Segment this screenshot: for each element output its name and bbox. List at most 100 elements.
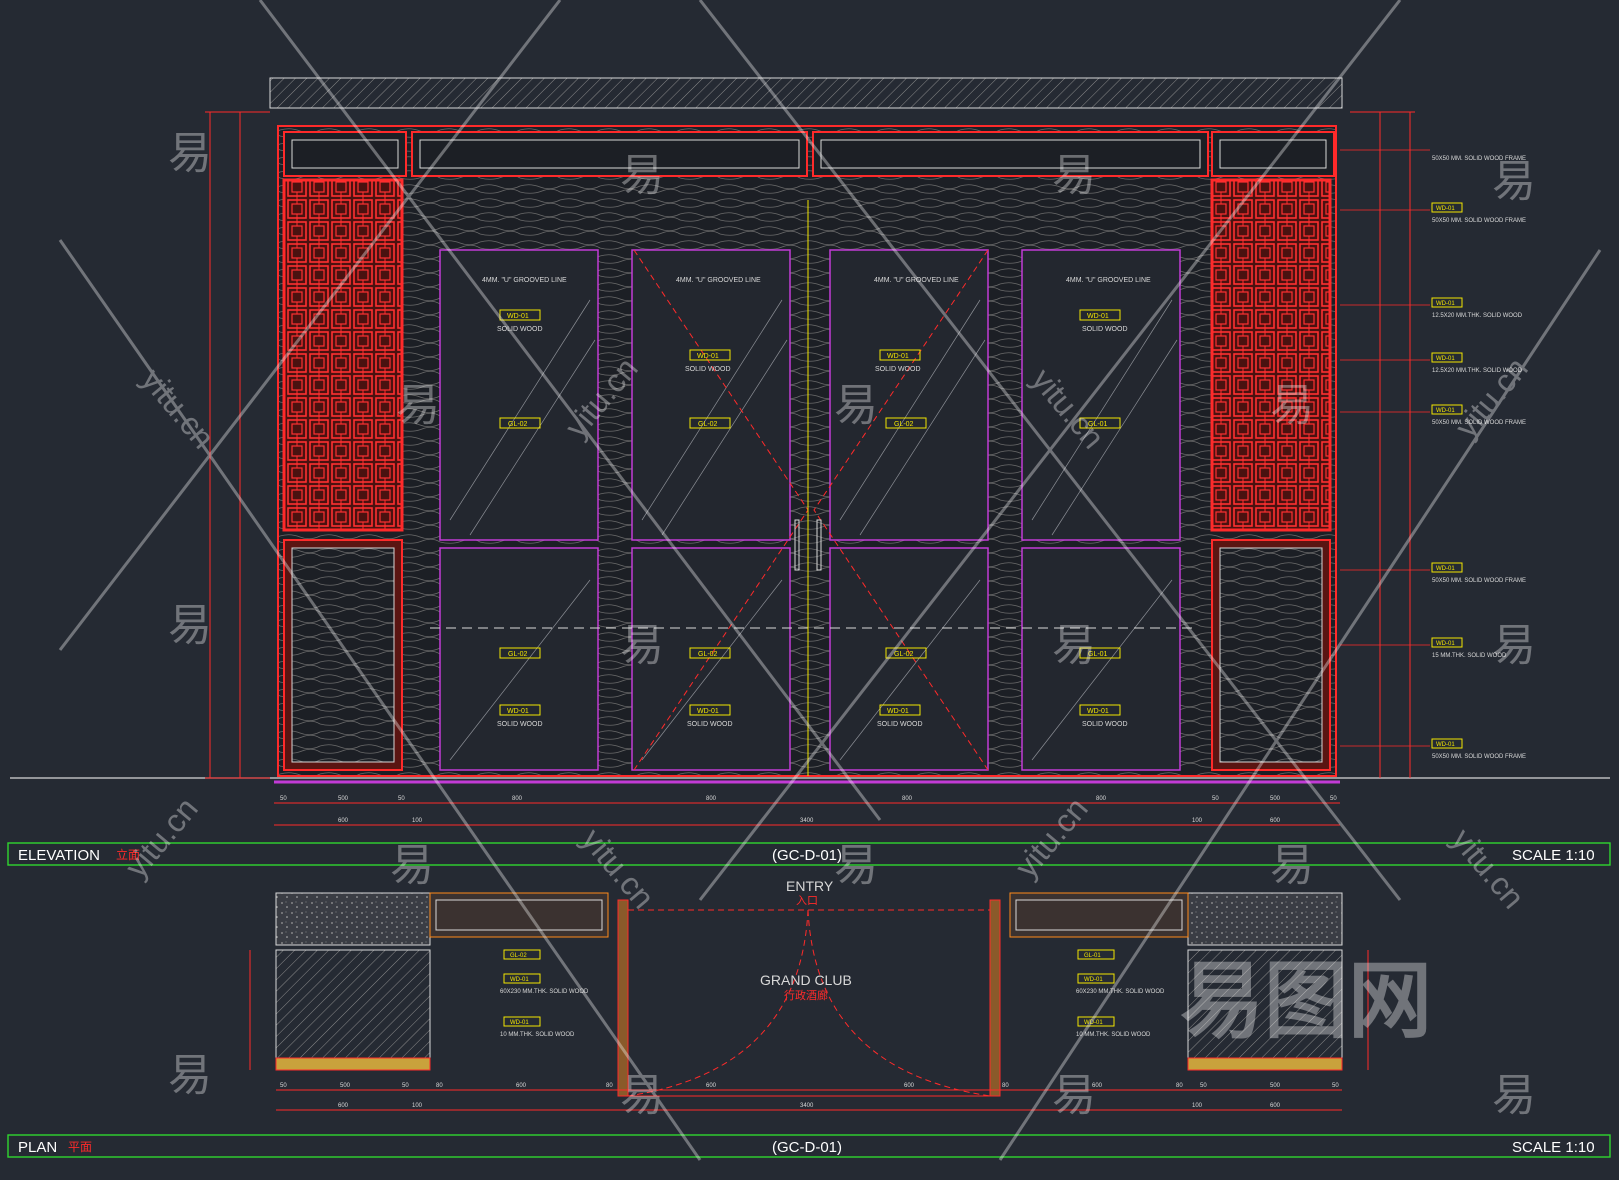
elevation-title-cn: 立面 — [116, 847, 140, 862]
elevation-annotations: 4MM. "U" GROOVED LINE 4MM. "U" GROOVED L… — [280, 156, 1526, 824]
watermark-logo: 易图网 — [1180, 952, 1432, 1050]
tag-gl02: GL-02 — [894, 421, 914, 428]
elevation-title-bar: ELEVATION 立面 (GC-D-01) SCALE 1:10 — [7, 842, 1611, 866]
plan-title-bar: PLAN 平面 (GC-D-01) SCALE 1:10 — [7, 1134, 1611, 1158]
right-note-tag: WD-01 — [1436, 641, 1455, 647]
right-note-text: 12.5X20 MM.THK. SOLID WOOD — [1432, 368, 1523, 374]
tag-gl02: GL-02 — [894, 651, 914, 658]
groove-note: 4MM. "U" GROOVED LINE — [1066, 277, 1151, 284]
svg-text:3400: 3400 — [800, 818, 814, 824]
svg-text:50: 50 — [1330, 796, 1337, 802]
tag-gl02: GL-02 — [508, 651, 528, 658]
watermark-glyph: 易 — [620, 1070, 664, 1121]
right-note-tag: WD-01 — [1436, 206, 1455, 212]
plan-stone-left — [275, 892, 431, 946]
svg-text:50: 50 — [398, 796, 405, 802]
svg-text:100: 100 — [412, 818, 423, 824]
plan-note: 10 MM.THK. SOLID WOOD — [1076, 1032, 1151, 1038]
svg-text:100: 100 — [1192, 818, 1203, 824]
door-handle-left — [794, 519, 800, 571]
watermark-glyph: 易 — [1052, 620, 1096, 671]
plan-tag: WD-01 — [1084, 977, 1103, 983]
groove-note: 4MM. "U" GROOVED LINE — [676, 277, 761, 284]
solid-wood-note: SOLID WOOD — [1082, 721, 1128, 728]
svg-text:100: 100 — [412, 1103, 423, 1109]
watermark-glyph: 易 — [1270, 840, 1314, 891]
door-handle-right — [816, 519, 822, 571]
entry-label: ENTRY — [786, 878, 834, 894]
svg-text:80: 80 — [606, 1083, 613, 1089]
watermark-glyph: 易 — [1052, 150, 1096, 201]
watermark-glyph: 易 — [620, 150, 664, 201]
watermark-glyph: 易 — [396, 380, 440, 431]
watermark-site: yitu.cn — [1445, 821, 1532, 915]
door-swing-arcs — [627, 909, 991, 1097]
elevation-dimensions: 50 500 50 800 800 800 800 50 500 50 600 … — [280, 796, 1337, 824]
svg-text:50: 50 — [1212, 796, 1219, 802]
watermark-glyph: 易 — [834, 840, 878, 891]
right-note-text: 12.5X20 MM.THK. SOLID WOOD — [1432, 313, 1523, 319]
tag-wd01: WD-01 — [697, 708, 719, 715]
svg-text:500: 500 — [338, 796, 349, 802]
svg-text:500: 500 — [1270, 796, 1281, 802]
watermark-site: yitu.cn — [118, 791, 205, 885]
tag-wd01: WD-01 — [887, 353, 909, 360]
watermark-glyph: 易 — [1052, 1070, 1096, 1121]
solid-wood-note: SOLID WOOD — [497, 326, 543, 333]
lattice-panel-left — [282, 178, 404, 532]
tag-wd01: WD-01 — [1087, 313, 1109, 320]
solid-wood-note: SOLID WOOD — [685, 366, 731, 373]
svg-text:80: 80 — [436, 1083, 443, 1089]
svg-text:800: 800 — [1096, 796, 1107, 802]
watermark-glyph: 易 — [168, 600, 212, 651]
plan-note: 60X230 MM.THK. SOLID WOOD — [500, 989, 589, 995]
right-note-tag: WD-01 — [1436, 566, 1455, 572]
right-note-tag: WD-01 — [1436, 301, 1455, 307]
svg-text:50: 50 — [402, 1083, 409, 1089]
svg-text:800: 800 — [706, 796, 717, 802]
solid-wood-note: SOLID WOOD — [1082, 326, 1128, 333]
plan-stone-right — [1187, 892, 1343, 946]
svg-text:3400: 3400 — [800, 1103, 814, 1109]
svg-text:600: 600 — [338, 818, 349, 824]
plan-note: 10 MM.THK. SOLID WOOD — [500, 1032, 575, 1038]
svg-text:500: 500 — [1270, 1083, 1281, 1089]
tag-gl01: GL-01 — [1088, 421, 1108, 428]
svg-text:50: 50 — [1200, 1083, 1207, 1089]
watermark-glyph: 易 — [1492, 620, 1536, 671]
watermark-glyph: 易 — [168, 128, 212, 179]
watermark-glyph: 易 — [1492, 156, 1536, 207]
transom-panel-center-right — [812, 131, 1209, 177]
tag-wd01: WD-01 — [1087, 708, 1109, 715]
plan-tag: WD-01 — [510, 977, 529, 983]
svg-text:50: 50 — [280, 1083, 287, 1089]
plan-annotations: ENTRY 入口 GRAND CLUB 行政酒廊 GL-02 WD-01 60X… — [280, 878, 1339, 1109]
plan-tag: GL-02 — [510, 953, 527, 959]
svg-text:80: 80 — [1176, 1083, 1183, 1089]
svg-text:80: 80 — [1002, 1083, 1009, 1089]
svg-text:600: 600 — [1270, 818, 1281, 824]
tag-wd01: WD-01 — [887, 708, 909, 715]
svg-text:600: 600 — [706, 1083, 717, 1089]
lattice-panel-right — [1210, 178, 1332, 532]
plan-title: PLAN — [18, 1139, 57, 1156]
elevation-title: ELEVATION — [18, 847, 100, 864]
plan-note: 60X230 MM.THK. SOLID WOOD — [1076, 989, 1165, 995]
svg-text:600: 600 — [338, 1103, 349, 1109]
svg-text:100: 100 — [1192, 1103, 1203, 1109]
svg-text:800: 800 — [512, 796, 523, 802]
watermark-glyph: 易 — [1270, 380, 1314, 431]
svg-text:800: 800 — [902, 796, 913, 802]
svg-text:600: 600 — [904, 1083, 915, 1089]
svg-text:50: 50 — [1332, 1083, 1339, 1089]
solid-wood-note: SOLID WOOD — [497, 721, 543, 728]
tag-gl02: GL-02 — [698, 421, 718, 428]
plan-tag: WD-01 — [1084, 1020, 1103, 1026]
right-note-text: 15 MM.THK. SOLID WOOD — [1432, 653, 1507, 659]
watermark-glyph: 易 — [620, 620, 664, 671]
room-label-cn: 行政酒廊 — [784, 988, 828, 1002]
svg-text:50: 50 — [280, 796, 287, 802]
plan-ref: (GC-D-01) — [772, 1139, 842, 1156]
elevation-drawing — [10, 77, 1610, 826]
